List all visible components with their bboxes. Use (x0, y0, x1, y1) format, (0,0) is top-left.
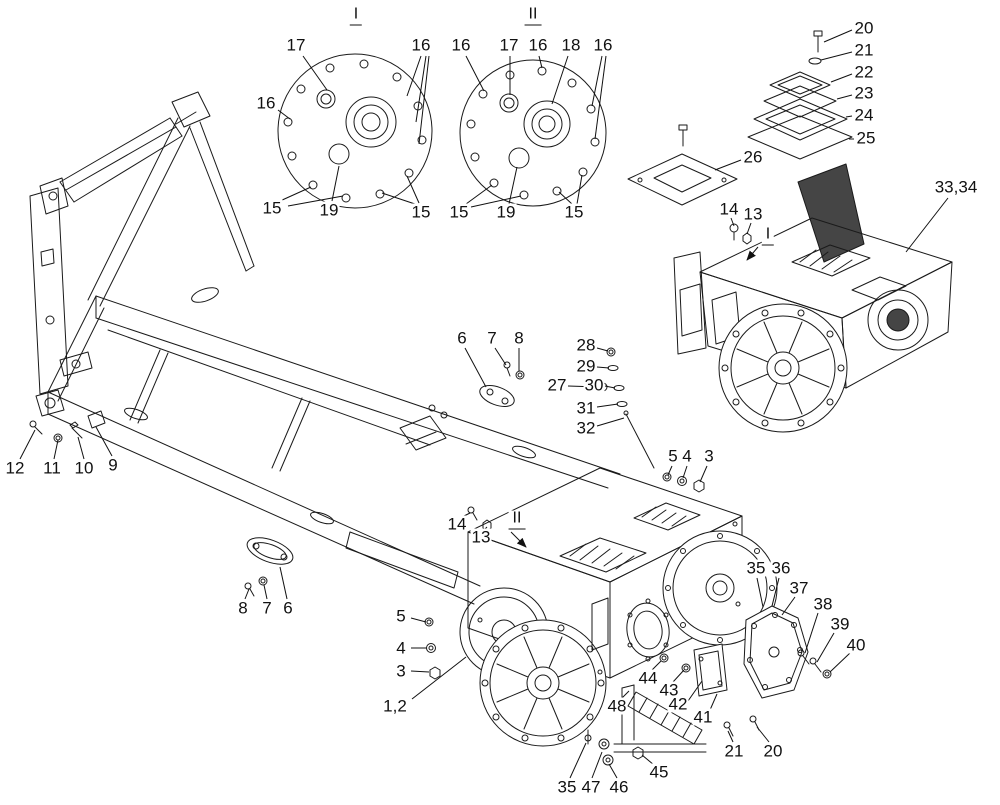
leader-lines (19, 29, 949, 779)
callout-20: 20 (762, 741, 784, 761)
callout-8: 8 (237, 598, 249, 618)
callout-26: 26 (742, 147, 764, 167)
callout-19: 19 (318, 200, 340, 220)
callout-38: 38 (812, 594, 834, 614)
callout-23: 23 (853, 83, 875, 103)
callout-14: 14 (446, 514, 468, 534)
callout-27: 27 (546, 375, 568, 395)
callout-32: 32 (575, 418, 597, 438)
callout-33-34: 33,34 (933, 177, 979, 197)
callout-16: 16 (410, 35, 432, 55)
callout-16: 16 (527, 35, 549, 55)
callout-21: 21 (723, 741, 745, 761)
callout-25: 25 (855, 128, 877, 148)
callout-1-2: 1,2 (382, 696, 408, 716)
callout-40: 40 (845, 635, 867, 655)
callout-39: 39 (829, 614, 851, 634)
view-label-II: II (524, 6, 542, 26)
cover-stack (627, 30, 853, 245)
callout-11: 11 (42, 458, 62, 478)
callout-41: 41 (692, 707, 714, 727)
callout-30: 30 (583, 375, 605, 395)
callout-6: 6 (282, 598, 294, 618)
callout-4: 4 (395, 638, 407, 658)
callout-3: 3 (703, 446, 715, 466)
view-label-I: I (761, 226, 775, 246)
frame-drawing (29, 91, 621, 605)
callout-17: 17 (285, 35, 307, 55)
callout-37: 37 (788, 578, 810, 598)
callout-13: 13 (470, 527, 492, 547)
callout-3: 3 (395, 661, 407, 681)
callout-7: 7 (486, 328, 498, 348)
callout-16: 16 (450, 35, 472, 55)
callout-7: 7 (261, 598, 273, 618)
callout-13: 13 (742, 204, 764, 224)
callout-15: 15 (410, 202, 432, 222)
assembly-33-34 (673, 163, 953, 433)
callout-19: 19 (495, 202, 517, 222)
callout-42: 42 (667, 694, 689, 714)
plate-41-42 (659, 643, 728, 697)
callout-15: 15 (448, 202, 470, 222)
callout-31: 31 (575, 398, 597, 418)
callout-12: 12 (4, 458, 26, 478)
callout-35: 35 (556, 777, 578, 797)
callout-36: 36 (770, 558, 792, 578)
callout-5: 5 (667, 446, 679, 466)
callout-22: 22 (853, 62, 875, 82)
callout-21: 21 (853, 40, 875, 60)
callout-6: 6 (456, 328, 468, 348)
callout-35: 35 (745, 558, 767, 578)
view-label-II: II (508, 510, 526, 530)
callout-17: 17 (498, 35, 520, 55)
callout-5: 5 (395, 606, 407, 626)
callout-47: 47 (580, 777, 602, 797)
callout-20: 20 (853, 18, 875, 38)
callout-48: 48 (606, 696, 628, 716)
callout-43: 43 (658, 680, 680, 700)
callout-15: 15 (261, 198, 283, 218)
callout-16: 16 (592, 35, 614, 55)
fasteners-right (723, 649, 832, 737)
view-label-I: I (349, 6, 363, 26)
callout-8: 8 (513, 328, 525, 348)
callout-18: 18 (560, 35, 582, 55)
callout-9: 9 (107, 455, 119, 475)
callout-28: 28 (575, 335, 597, 355)
callout-46: 46 (608, 777, 630, 797)
callout-44: 44 (637, 668, 659, 688)
callout-10: 10 (73, 458, 95, 478)
callout-29: 29 (575, 356, 597, 376)
callout-16: 16 (255, 93, 277, 113)
cover-plate-37 (743, 605, 809, 699)
small-fasteners (424, 347, 705, 680)
callout-45: 45 (648, 762, 670, 782)
support-bracket-48 (584, 684, 707, 766)
callout-15: 15 (563, 202, 585, 222)
callout-4: 4 (681, 446, 693, 466)
callout-24: 24 (853, 105, 875, 125)
callout-14: 14 (718, 199, 740, 219)
